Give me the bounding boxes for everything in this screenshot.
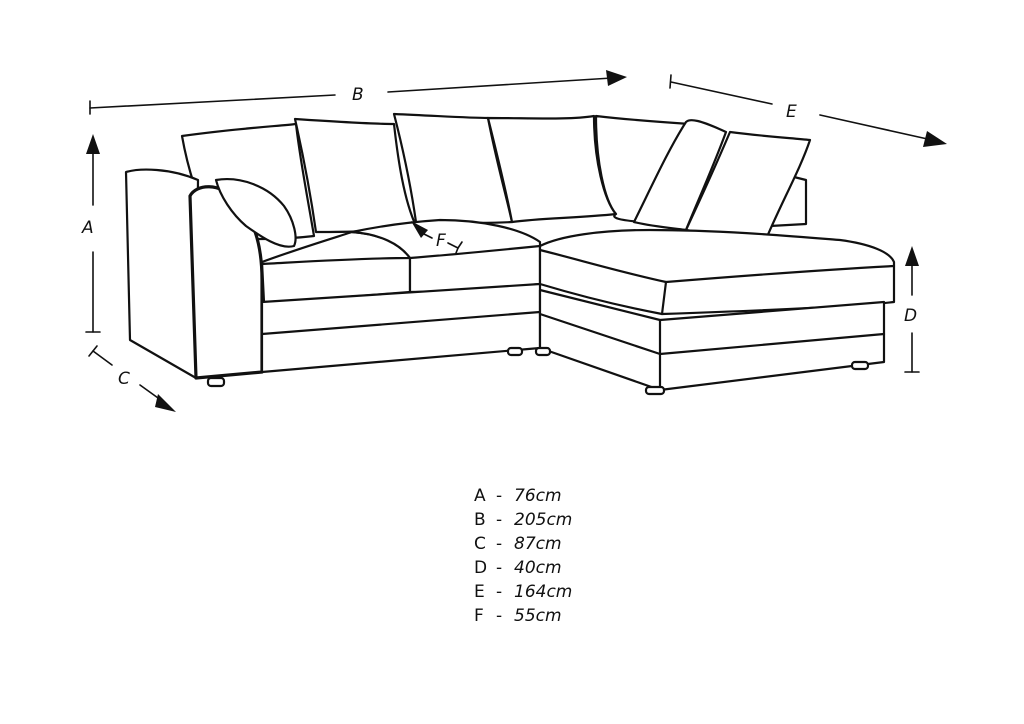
dimension-c: C bbox=[88, 345, 176, 412]
legend-row-d: D-40cm bbox=[474, 556, 614, 580]
legend-value: 87cm bbox=[514, 534, 562, 554]
label-d: D bbox=[904, 306, 917, 326]
arrow-right-icon bbox=[606, 70, 627, 86]
dimension-f: F bbox=[411, 221, 463, 254]
legend-row-b: B-205cm bbox=[474, 508, 614, 532]
chaise-panel-line-front bbox=[658, 332, 886, 356]
legend-letter: F bbox=[474, 606, 484, 626]
arrow-up-icon bbox=[86, 134, 100, 154]
dimension-d: D bbox=[904, 246, 920, 373]
back-cushion-2 bbox=[293, 117, 418, 234]
label-f: F bbox=[436, 231, 446, 251]
dimension-a: A bbox=[81, 134, 101, 333]
legend-value: 205cm bbox=[514, 510, 573, 530]
chaise-cushion bbox=[538, 228, 896, 316]
legend-row-f: F-55cm bbox=[474, 604, 614, 628]
sofa-drawing bbox=[124, 112, 896, 396]
legend-dash: - bbox=[496, 582, 503, 602]
chaise-cushion-edge bbox=[538, 248, 896, 284]
label-b: B bbox=[352, 85, 364, 105]
legend-row-e: E-164cm bbox=[474, 580, 614, 604]
legend-letter: B bbox=[474, 510, 486, 530]
chaise-corner-line bbox=[660, 280, 668, 316]
legend-value: 164cm bbox=[514, 582, 573, 602]
legend-dash: - bbox=[496, 510, 503, 530]
legend-dash: - bbox=[496, 606, 503, 626]
base-panel-line bbox=[260, 310, 542, 336]
legend-value: 76cm bbox=[514, 486, 562, 506]
legend-letter: E bbox=[474, 582, 485, 602]
legend-dash: - bbox=[496, 558, 503, 578]
label-a: A bbox=[81, 218, 94, 238]
legend-dash: - bbox=[496, 534, 503, 554]
legend-letter: D bbox=[474, 558, 488, 578]
label-c: C bbox=[118, 369, 130, 389]
dimension-e: E bbox=[669, 74, 947, 147]
foot-chaise-front bbox=[644, 385, 666, 396]
label-e: E bbox=[786, 102, 797, 122]
legend-value: 55cm bbox=[514, 606, 562, 626]
legend-value: 40cm bbox=[514, 558, 562, 578]
foot-chaise-right bbox=[850, 360, 870, 371]
legend-row-c: C-87cm bbox=[474, 532, 614, 556]
dimension-legend: A-76cm B-205cm C-87cm D-40cm E-164cm F-5… bbox=[474, 484, 614, 628]
arrow-right-icon bbox=[923, 131, 947, 147]
foot-corner bbox=[534, 346, 552, 357]
legend-letter: A bbox=[474, 486, 486, 506]
arrow-up-icon bbox=[905, 246, 919, 266]
dimension-b: B bbox=[89, 70, 627, 115]
legend-letter: C bbox=[474, 534, 486, 554]
scatter-cushion-left bbox=[214, 178, 297, 248]
chaise-panel-line-side bbox=[538, 312, 662, 356]
legend-row-a: A-76cm bbox=[474, 484, 614, 508]
foot-left bbox=[206, 376, 226, 388]
arrow-down-right-icon bbox=[155, 394, 176, 412]
left-arm-side bbox=[124, 168, 200, 380]
legend-dash: - bbox=[496, 486, 503, 506]
foot-middle bbox=[506, 346, 524, 357]
seat-front-edge bbox=[260, 244, 542, 266]
